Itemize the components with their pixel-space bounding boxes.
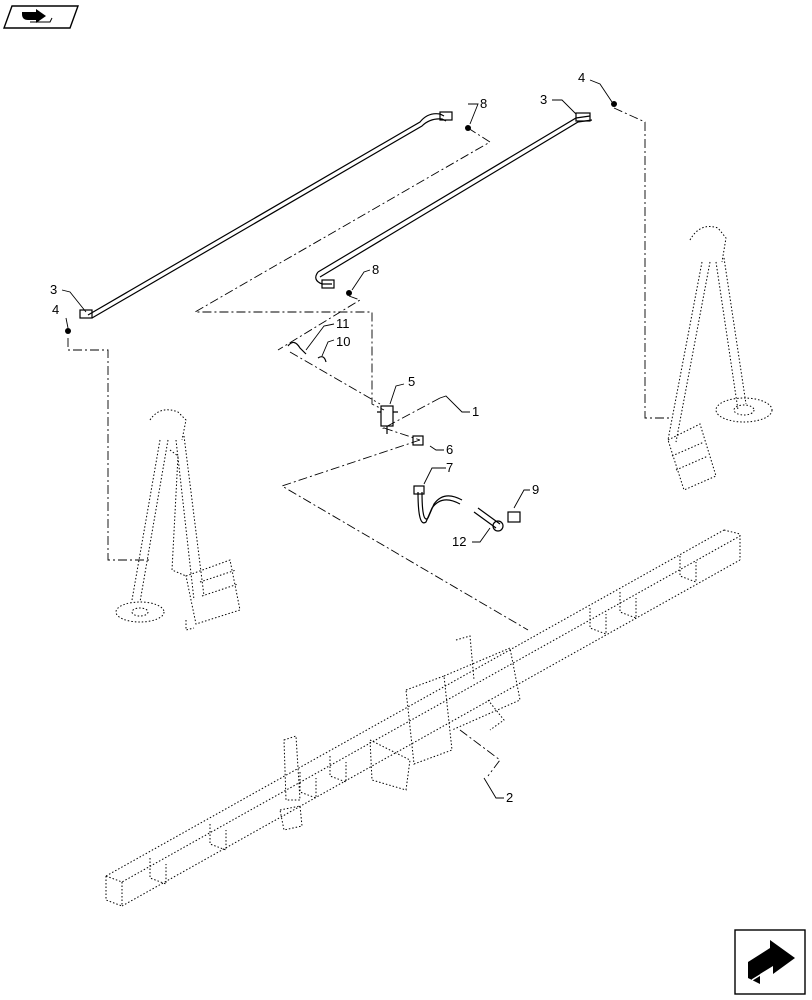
fitting-4-left: [65, 328, 71, 334]
hydraulic-tube-left: [79, 111, 453, 319]
cable-tie: [287, 341, 307, 355]
cap-fitting: [507, 511, 521, 523]
callout-8-left: 8: [480, 96, 487, 111]
callout-4-left: 4: [52, 302, 59, 317]
callout-11: 11: [336, 316, 350, 331]
callout-2: 2: [506, 790, 513, 805]
next-page-arrow-icon[interactable]: [734, 929, 806, 995]
assembly-leader-lines: [67, 107, 672, 777]
fitting-8-right: [346, 290, 352, 296]
fitting-4-right: [611, 101, 617, 107]
callout-3-right: 3: [540, 92, 547, 107]
hose-assembly: [413, 485, 463, 524]
callout-3-left: 3: [50, 282, 57, 297]
callout-10: 10: [336, 334, 350, 349]
callout-7: 7: [446, 460, 453, 475]
callout-8-right: 8: [372, 262, 379, 277]
clip: [317, 356, 327, 363]
adapter-fitting: [412, 435, 424, 446]
callout-5: 5: [408, 374, 415, 389]
callout-6: 6: [446, 442, 453, 457]
elbow-fitting: [473, 507, 504, 532]
callout-1: 1: [472, 404, 479, 419]
hydraulic-tube-right: [315, 112, 593, 289]
callout-4-right: 4: [578, 70, 585, 85]
callout-9: 9: [532, 482, 539, 497]
valve-block: [377, 405, 398, 434]
marker-arm-left: [115, 409, 241, 631]
fitting-8-left: [465, 125, 471, 131]
callout-12: 12: [452, 534, 466, 549]
callout-leads: [61, 79, 613, 799]
book-arrow-icon[interactable]: [3, 5, 79, 29]
toolbar-frame: [105, 529, 741, 907]
marker-arm-right: [667, 226, 773, 491]
